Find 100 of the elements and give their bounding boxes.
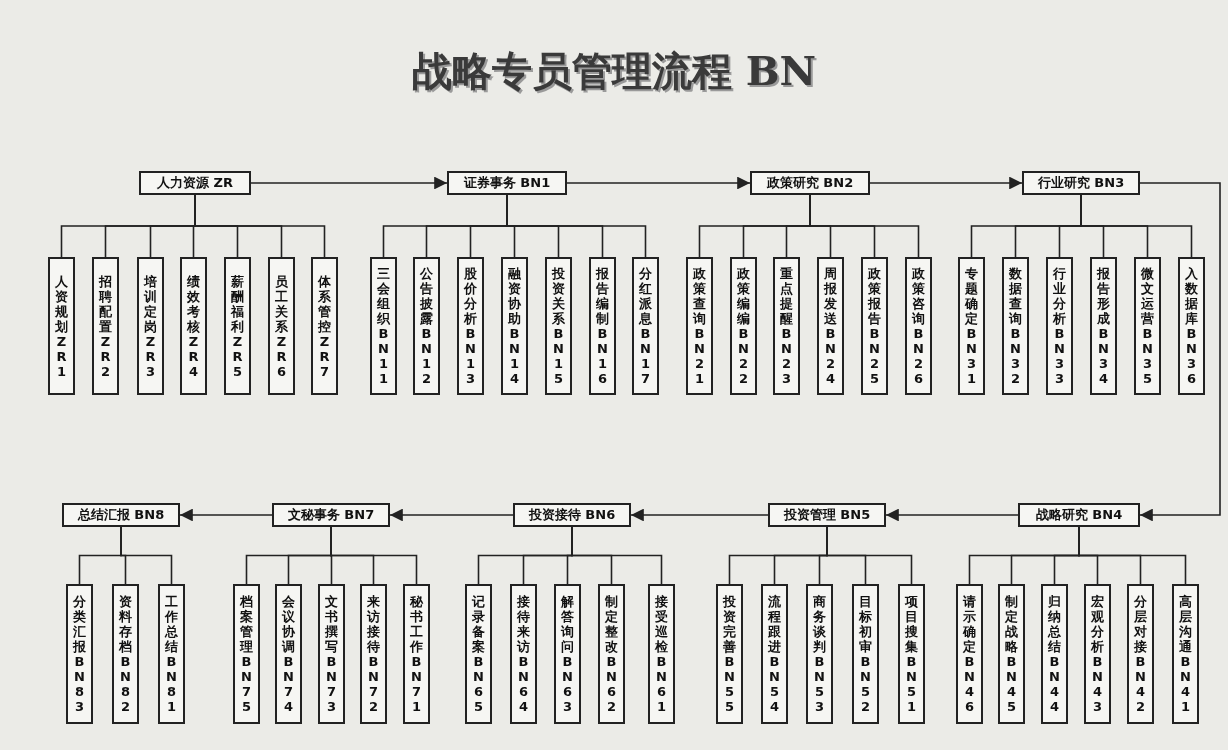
box-label: 资料存档 BN82 [118, 594, 133, 714]
process-box [457, 257, 484, 395]
box-label: 接受巡检 BN61 [654, 594, 669, 714]
arrow [179, 508, 273, 522]
box-label: 行业研究 BN3 [1037, 174, 1125, 192]
process-box [66, 584, 93, 724]
connector-line [1080, 194, 1193, 258]
process-box [730, 257, 757, 395]
process-box [806, 584, 833, 724]
box-label: 入数据库 BN36 [1184, 266, 1199, 386]
process-box [817, 257, 844, 395]
process-box [370, 257, 397, 395]
box-label: 数据查询 BN32 [1008, 266, 1023, 386]
box-label: 员工关系 ZR6 [274, 273, 289, 379]
process-box [852, 584, 879, 724]
box-label: 商务谈判 BN53 [812, 594, 827, 714]
process-box [1002, 257, 1029, 395]
process-box [112, 584, 139, 724]
process-box [1172, 584, 1199, 724]
box-label: 重点提醒 BN23 [779, 266, 794, 386]
box-label: 目标初审 BN52 [858, 594, 873, 714]
process-box [318, 584, 345, 724]
process-box [861, 257, 888, 395]
connector-line [571, 526, 663, 585]
box-label: 政策研究 BN2 [766, 174, 854, 192]
box-label: 投资接待 BN6 [528, 506, 616, 524]
box-label: 总结汇报 BN8 [77, 506, 165, 524]
process-box [761, 584, 788, 724]
connector-line [330, 526, 418, 585]
box-label: 薪酬福利 ZR5 [230, 273, 245, 379]
process-box [768, 503, 886, 527]
process-box [268, 257, 295, 395]
box-label: 体系管控 ZR7 [317, 273, 332, 379]
arrow [630, 508, 769, 522]
process-box [1018, 503, 1140, 527]
process-box [958, 257, 985, 395]
connector-line [809, 194, 920, 258]
arrow [1139, 182, 1221, 522]
process-box [545, 257, 572, 395]
process-box [139, 171, 251, 195]
box-label: 投资管理 BN5 [783, 506, 871, 524]
process-box [1046, 257, 1073, 395]
process-box [224, 257, 251, 395]
process-box [233, 584, 260, 724]
process-box [501, 257, 528, 395]
process-box [773, 257, 800, 395]
process-box [898, 584, 925, 724]
process-box [275, 584, 302, 724]
arrow [389, 508, 514, 522]
box-label: 培训定岗 ZR3 [143, 273, 158, 379]
box-label: 制定整改 BN62 [604, 594, 619, 714]
box-label: 周报发送 BN24 [823, 266, 838, 386]
box-label: 政策报告 BN25 [867, 266, 882, 386]
box-label: 来访接待 BN72 [366, 594, 381, 714]
arrow [869, 176, 1023, 190]
box-label: 公告披露 BN12 [419, 266, 434, 386]
box-label: 股价分析 BN13 [463, 266, 478, 386]
box-label: 报告编制 BN16 [595, 266, 610, 386]
box-label: 记录备案 BN65 [471, 594, 486, 714]
box-label: 归纳总结 BN44 [1047, 594, 1062, 714]
box-label: 报告形成 BN34 [1096, 266, 1111, 386]
connector-line [1078, 526, 1187, 585]
box-label: 招聘配置 ZR2 [98, 273, 113, 379]
process-box [92, 257, 119, 395]
box-label: 分类汇报 BN83 [72, 594, 87, 714]
arrow [250, 176, 448, 190]
arrow [566, 176, 751, 190]
process-box [1134, 257, 1161, 395]
process-box [158, 584, 185, 724]
box-label: 项目搜集 BN51 [904, 594, 919, 714]
box-label: 战略研究 BN4 [1035, 506, 1123, 524]
process-box [360, 584, 387, 724]
box-label: 政策咨询 BN26 [911, 266, 926, 386]
box-label: 制定战略 BN45 [1004, 594, 1019, 714]
process-box [403, 584, 430, 724]
box-label: 人力资源 ZR [157, 174, 233, 192]
box-label: 投资关系 BN15 [551, 266, 566, 386]
process-box [447, 171, 567, 195]
box-label: 政策编编 BN22 [736, 266, 751, 386]
box-label: 文书撰写 BN73 [324, 594, 339, 714]
connector-line [194, 194, 326, 258]
box-label: 秘书工作 BN71 [409, 594, 424, 714]
process-box [686, 257, 713, 395]
process-box [465, 584, 492, 724]
process-box [716, 584, 743, 724]
process-box [1127, 584, 1154, 724]
process-box [1084, 584, 1111, 724]
box-label: 档案管理 BN75 [239, 594, 254, 714]
process-box [1178, 257, 1205, 395]
box-label: 解答询问 BN63 [560, 594, 575, 714]
box-label: 请示确定 BN46 [962, 594, 977, 714]
process-box [956, 584, 983, 724]
box-label: 接待来访 BN64 [516, 594, 531, 714]
process-box [311, 257, 338, 395]
arrow [885, 508, 1019, 522]
process-box [1041, 584, 1068, 724]
process-box [510, 584, 537, 724]
box-label: 文秘事务 BN7 [287, 506, 375, 524]
process-box [1022, 171, 1140, 195]
box-label: 投资完善 BN55 [722, 594, 737, 714]
